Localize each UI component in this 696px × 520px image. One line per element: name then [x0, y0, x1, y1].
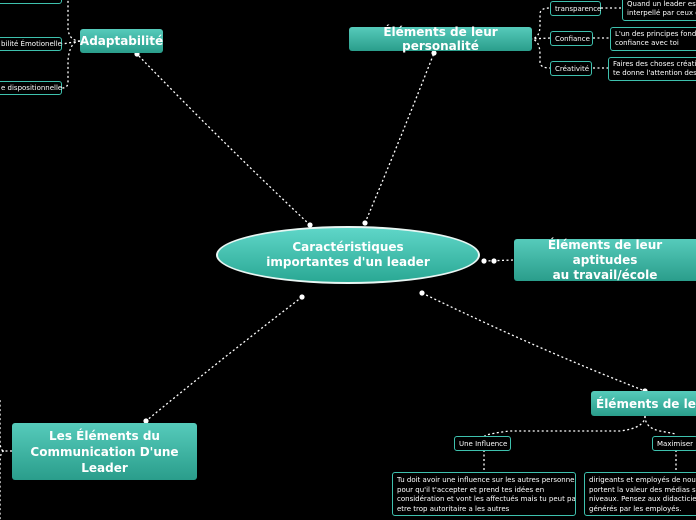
branch-personalite[interactable]: Éléments de leur personalité [349, 25, 532, 53]
adaptabilite-child-dispositionnelle[interactable]: e dispositionnelle [0, 81, 62, 95]
transparence-note[interactable]: Quand un leader est interpellé par ceux … [622, 0, 696, 21]
creativite-note[interactable]: Faires des choses créativ te donne l'att… [608, 57, 696, 81]
link-communication [145, 296, 303, 422]
link-adaptabilite [136, 53, 311, 226]
adaptabilite-child-dispositionnelle-label: e dispositionnelle [1, 84, 63, 92]
influence-note-line3: considération et vont les affectués mais… [397, 495, 576, 503]
creativite-note-line1: Faires des choses créativ [613, 60, 696, 68]
leur-child-influence[interactable]: Une Influence [454, 436, 511, 451]
influence-note-line1: Tu doit avoir une influence sur les autr… [397, 476, 576, 484]
influence-note-line4: etre trop autoritaire a les autres [397, 504, 510, 513]
confiance-label: Confiance [555, 35, 590, 43]
branch-aptitudes-line1: Éléments de leur aptitudes [547, 237, 663, 267]
central-topic-line1: Caractéristiques [292, 240, 404, 254]
adaptabilite-child-top[interactable] [0, 0, 62, 4]
branch-aptitudes-line2: au travail/école [552, 267, 658, 282]
influence-note[interactable]: Tu doit avoir une influence sur les autr… [392, 472, 576, 516]
transparence-note-line2: interpellé par ceux q [627, 9, 696, 17]
transparence-note-line1: Quand un leader est [627, 0, 696, 8]
creativite-label: Créativité [555, 65, 590, 73]
maximiser-note-line3: niveaux. Pensez aux didacticiels [589, 495, 696, 503]
creativite-note-line2: te donne l'attention des a [613, 69, 696, 80]
maximiser-note[interactable]: dirigeants et employés de nouve portent … [584, 472, 696, 516]
link-aptitudes [483, 259, 515, 262]
branch-communication[interactable]: Les Éléments du Communication D'une Lead… [12, 423, 197, 480]
branch-communication-line3: Leader [81, 460, 128, 475]
confiance-note-line1: L'un des principes fonda [615, 30, 696, 38]
confiance-note[interactable]: L'un des principes fonda confiance avec … [610, 27, 696, 51]
maximiser-note-line2: portent la valeur des médias soc [589, 485, 696, 494]
influence-label: Une Influence [459, 440, 508, 448]
maximiser-note-line1: dirigeants et employés de nouve [589, 476, 696, 484]
branch-leur[interactable]: Éléments de leur [591, 391, 696, 416]
maximiser-note-line4: générés par les employés. [589, 504, 682, 513]
leur-child-maximiser[interactable]: Maximiser [652, 436, 696, 451]
influence-note-line2: pour qu'il t'accepter et prend tes idées… [397, 485, 545, 494]
branch-adaptabilite[interactable]: Adaptabilité [80, 29, 163, 53]
branch-personalite-label: Éléments de leur personalité [383, 25, 498, 53]
adaptabilite-child-emotionelle[interactable]: bilité Émotionelle [0, 37, 62, 51]
maximiser-label: Maximiser [657, 440, 694, 448]
central-topic-line2: importantes d'un leader [266, 255, 430, 269]
branch-leur-label: Éléments de leur [596, 396, 696, 411]
personalite-child-confiance[interactable]: Confiance [550, 31, 593, 46]
confiance-note-line2: confiance avec toi meme [615, 39, 679, 50]
branch-aptitudes[interactable]: Éléments de leur aptitudes au travail/éc… [514, 237, 696, 282]
transparence-label: transparence [555, 5, 602, 13]
branch-adaptabilite-label: Adaptabilité [79, 34, 164, 48]
branch-communication-line2: Communication D'une [30, 444, 179, 459]
personalite-child-creativite[interactable]: Créativité [550, 61, 592, 76]
link-leur [421, 292, 646, 392]
personalite-child-transparence[interactable]: transparence [550, 1, 601, 16]
branch-communication-line1: Les Éléments du [49, 428, 160, 443]
central-topic[interactable]: Caractéristiques importantes d'un leader [216, 226, 480, 284]
link-personalite [364, 52, 435, 224]
adaptabilite-child-emotionelle-label: bilité Émotionelle [1, 40, 62, 48]
